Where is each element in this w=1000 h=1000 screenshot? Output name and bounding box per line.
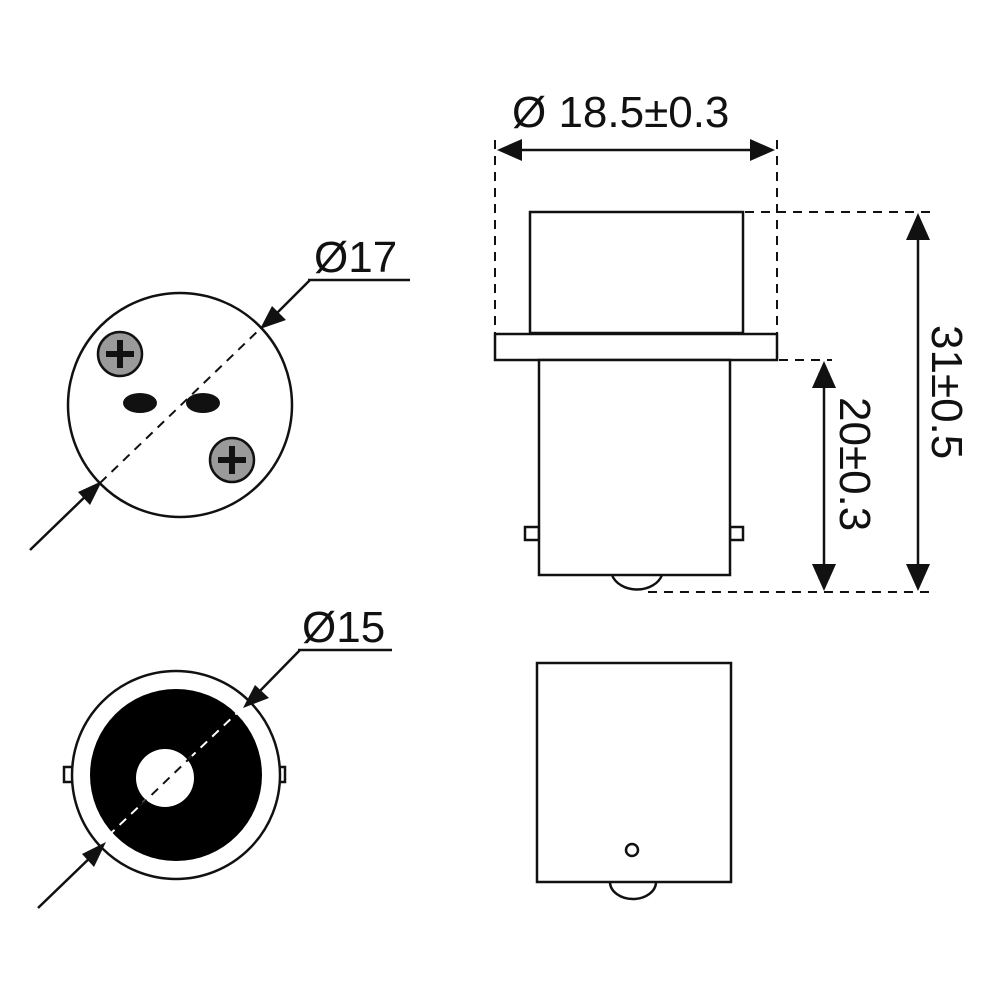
center-contact-hole — [136, 749, 194, 807]
bulb-cap — [528, 210, 745, 335]
diameter-15-label: Ø15 — [302, 603, 385, 652]
contact-point — [624, 842, 640, 858]
base-height-dimension: 20±0.3 — [812, 361, 879, 591]
bayonet-pin — [728, 525, 745, 542]
plus-screw-icon — [96, 330, 144, 378]
base-body — [537, 358, 732, 577]
solder-contact — [608, 881, 658, 901]
total-height-dimension: 31±0.5 — [906, 213, 971, 591]
bottom-view-socket: Ø15 — [37, 603, 392, 909]
contact-slot — [123, 393, 157, 413]
diameter-15-dimension: Ø15 — [37, 603, 392, 909]
base-top-outline — [66, 291, 294, 519]
base-height-label: 20±0.3 — [830, 397, 879, 531]
diameter-17-label: Ø17 — [314, 233, 397, 282]
side-view-rotated — [535, 661, 733, 901]
diameter-17-dimension: Ø17 — [29, 233, 410, 551]
top-view-contacts: Ø17 — [29, 233, 410, 551]
flange — [493, 332, 779, 362]
solder-contact — [610, 574, 664, 591]
side-view: Ø 18.5±0.3 31±0.5 20±0.3 — [493, 88, 971, 593]
contact-slot — [186, 393, 220, 413]
total-height-label: 31±0.5 — [922, 325, 971, 459]
cap-diameter-dimension: Ø 18.5±0.3 — [497, 88, 775, 161]
bayonet-pin — [523, 525, 541, 542]
cap-diameter-label: Ø 18.5±0.3 — [512, 88, 729, 137]
plus-screw-icon — [208, 436, 256, 484]
